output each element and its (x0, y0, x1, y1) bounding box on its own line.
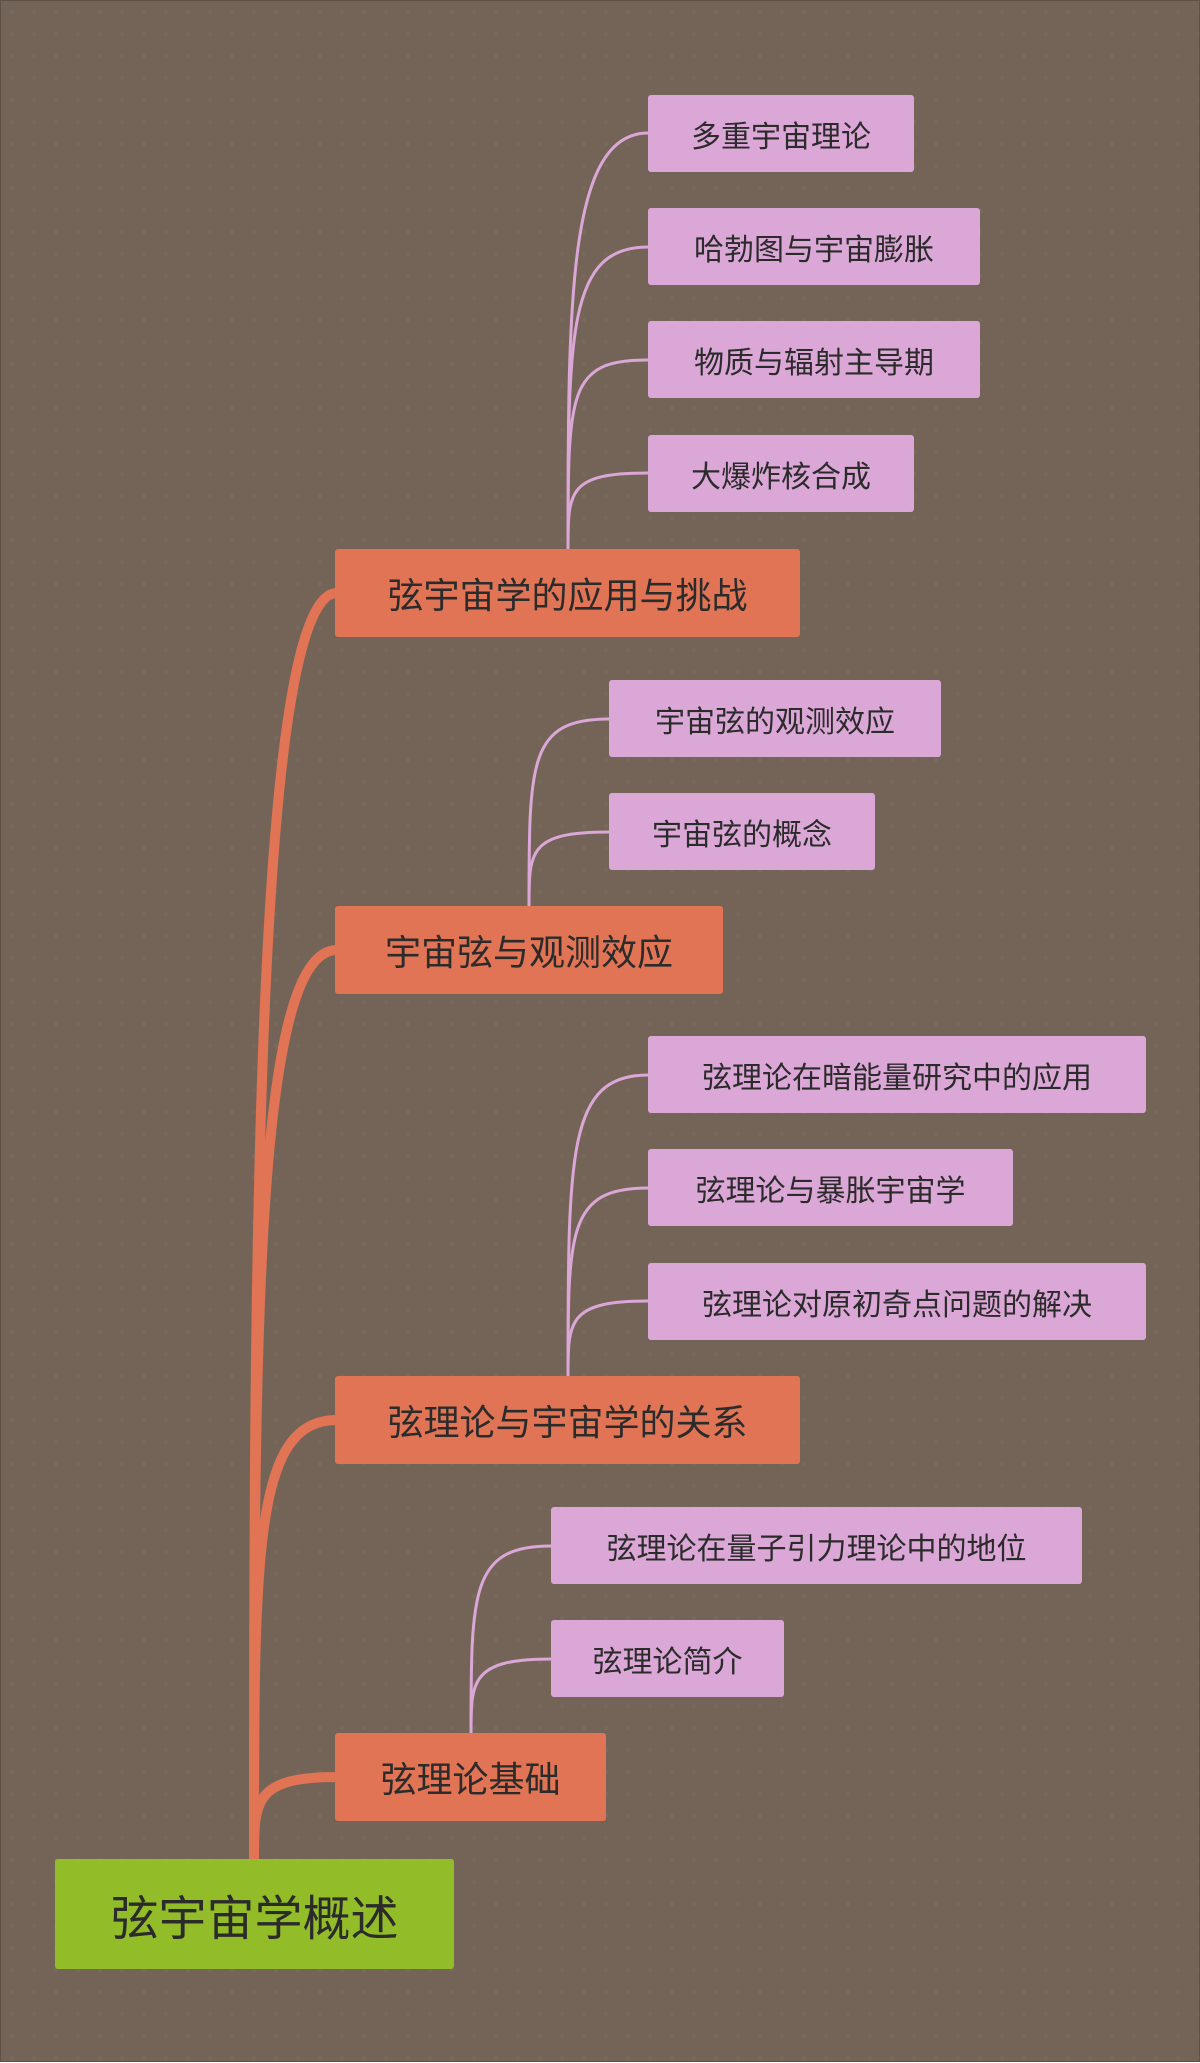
branch-cosmic-strings[interactable]: 宇宙弦与观测效应 (335, 906, 723, 994)
connector-b1-leaf-4 (566, 471, 649, 550)
branch-applications-challenges[interactable]: 弦宇宙学的应用与挑战 (335, 549, 800, 637)
root-node[interactable]: 弦宇宙学概述 (55, 1859, 454, 1969)
connector-b2-leaf-2 (527, 830, 610, 907)
connector-b2-leaf-1 (527, 717, 610, 907)
leaf-quantum-gravity-status[interactable]: 弦理论在量子引力理论中的地位 (551, 1507, 1082, 1584)
leaf-dark-energy-application[interactable]: 弦理论在暗能量研究中的应用 (648, 1036, 1146, 1113)
connector-root-branch-4 (249, 1772, 342, 1864)
connector-b1-leaf-3 (566, 358, 649, 550)
connector-b3-leaf-2 (566, 1186, 649, 1377)
root-connectors (249, 588, 342, 1864)
connector-b4-leaf-1 (469, 1544, 552, 1734)
connector-b1-leaf-2 (566, 245, 649, 550)
leaf-cosmic-string-concept[interactable]: 宇宙弦的概念 (609, 793, 875, 870)
leaf-inflation-cosmology[interactable]: 弦理论与暴胀宇宙学 (648, 1149, 1013, 1226)
connector-b4-leaf-2 (469, 1657, 552, 1734)
leaf-matter-radiation-era[interactable]: 物质与辐射主导期 (648, 321, 980, 398)
leaf-string-theory-intro[interactable]: 弦理论简介 (551, 1620, 784, 1697)
branch-connectors (469, 131, 649, 1734)
leaf-hubble-diagram[interactable]: 哈勃图与宇宙膨胀 (648, 208, 980, 285)
leaf-big-bang-nucleosynthesis[interactable]: 大爆炸核合成 (648, 435, 914, 512)
branch-string-theory-cosmology[interactable]: 弦理论与宇宙学的关系 (335, 1376, 800, 1464)
leaf-multiverse-theory[interactable]: 多重宇宙理论 (648, 95, 914, 172)
leaf-cosmic-string-observation[interactable]: 宇宙弦的观测效应 (609, 680, 941, 757)
leaf-singularity-problem[interactable]: 弦理论对原初奇点问题的解决 (648, 1263, 1146, 1340)
connector-root-branch-3 (249, 1415, 342, 1864)
connector-b3-leaf-3 (566, 1299, 649, 1377)
branch-string-theory-basics[interactable]: 弦理论基础 (335, 1733, 606, 1821)
